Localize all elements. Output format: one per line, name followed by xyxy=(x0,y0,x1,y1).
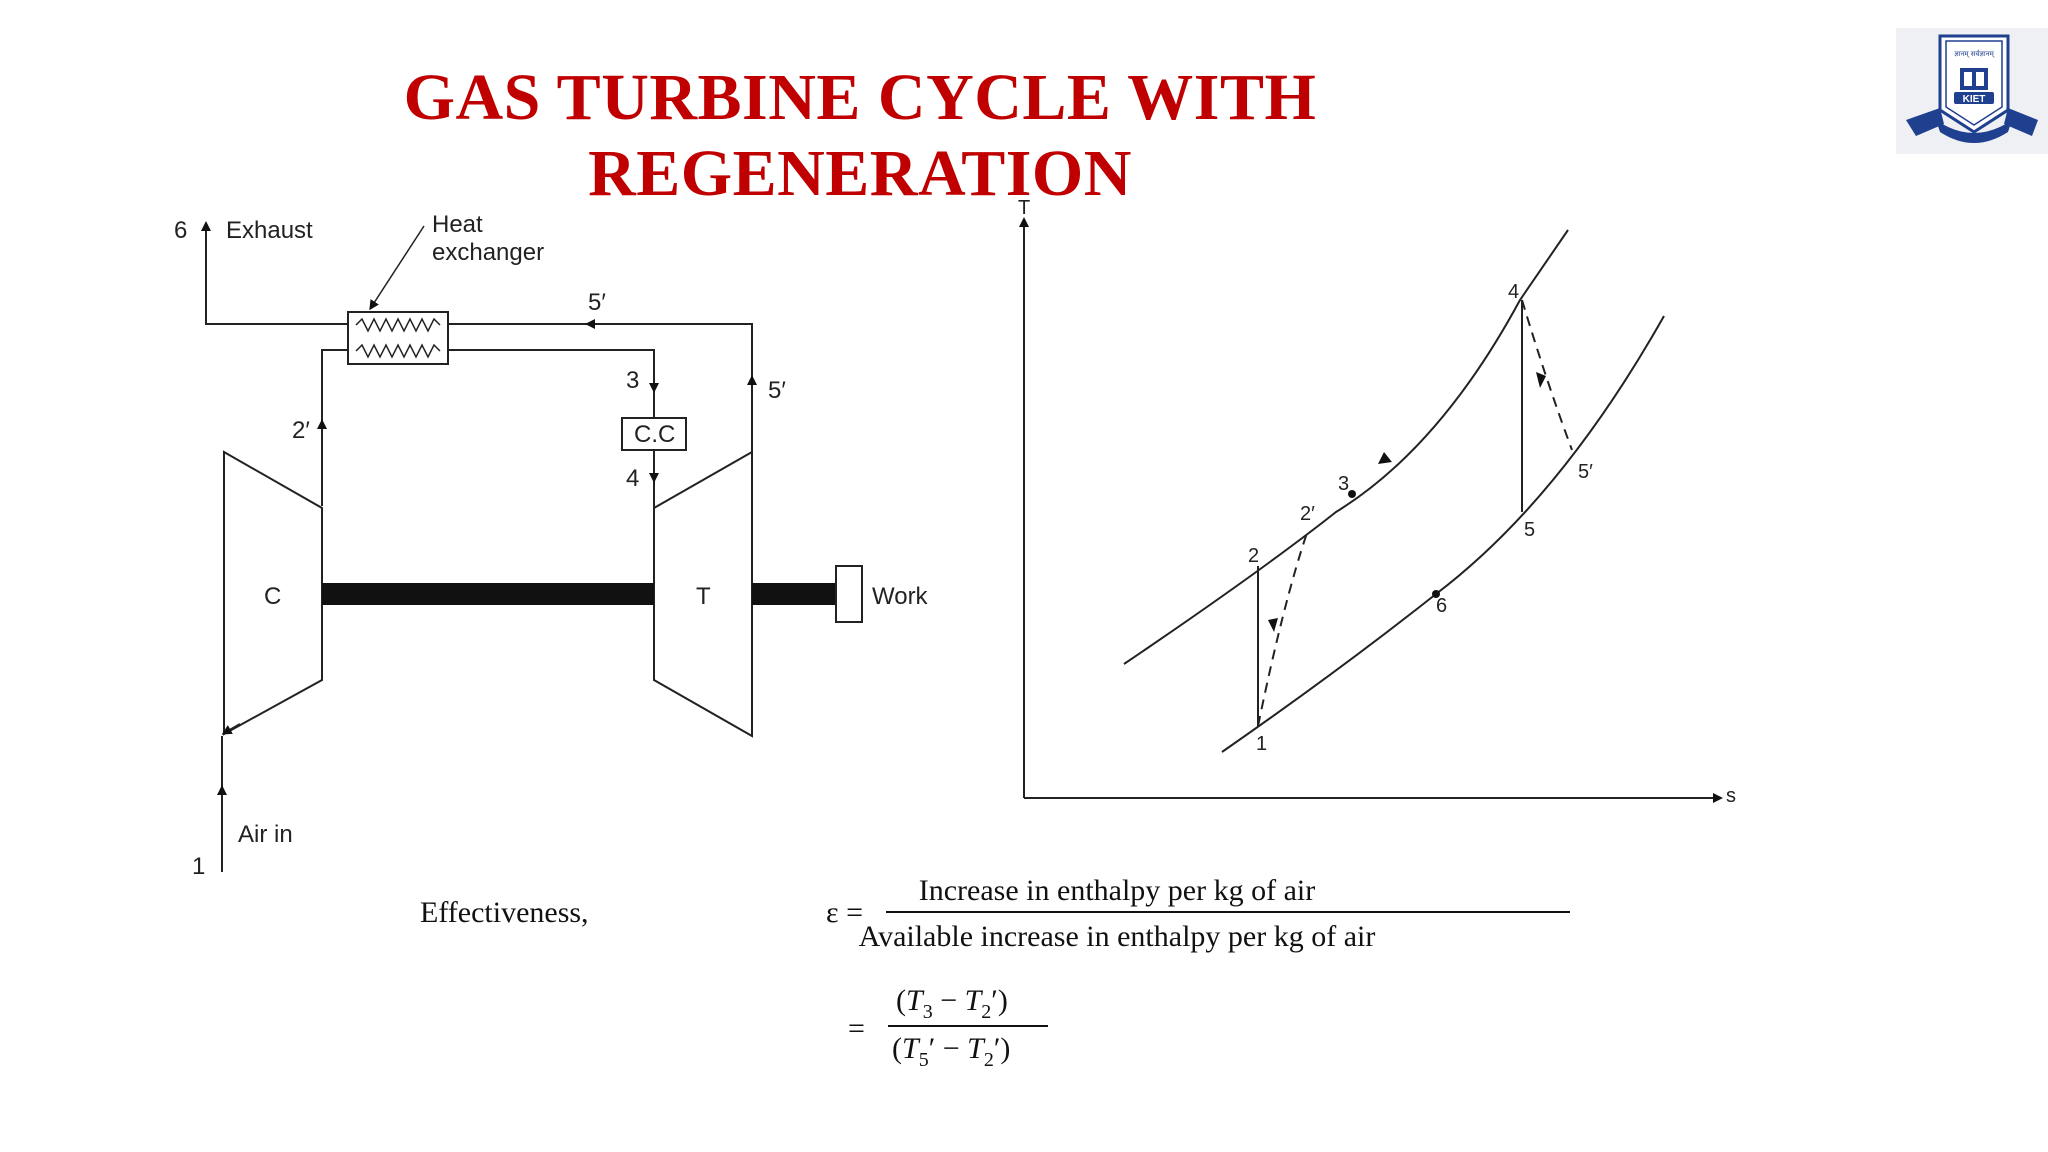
turbine-shape xyxy=(653,450,753,738)
logo-motto: ज्ञानम् सर्वज्ञानम् xyxy=(1954,49,1995,58)
hx-label-line1: Heat xyxy=(432,211,483,238)
s-axis-label: s xyxy=(1726,785,1736,807)
low-pressure-curve xyxy=(1221,315,1665,753)
process-4-5p xyxy=(1521,299,1573,451)
schematic-labels: 6 Exhaust Heat exchanger 5′ 3 5′ 2′ C.C … xyxy=(174,211,929,880)
state-4-label: 4 xyxy=(626,465,639,492)
ts-diagram xyxy=(1019,217,1723,803)
high-pressure-curve xyxy=(1123,229,1569,665)
equals-2: = xyxy=(848,1012,865,1045)
point-3-label: 3 xyxy=(1338,473,1349,495)
work-shaft xyxy=(752,583,836,605)
hx-coil-lower xyxy=(355,343,441,359)
exhaust-label: Exhaust xyxy=(226,217,313,244)
pipe-5p xyxy=(448,323,753,452)
eq-denominator: Available increase in enthalpy per kg of… xyxy=(859,920,1376,953)
hx-coil-upper xyxy=(355,317,441,333)
eq2-denominator: (T5′ − T2′) xyxy=(892,1032,1010,1071)
point-4-label: 4 xyxy=(1508,281,1519,303)
pipe-3 xyxy=(448,349,655,418)
cycle-schematic xyxy=(201,221,863,872)
effectiveness-equation: Effectiveness, ε = Increase in enthalpy … xyxy=(420,874,1570,1071)
epsilon-equals: ε = xyxy=(826,896,863,929)
work-label: Work xyxy=(872,583,929,610)
pipe-6 xyxy=(205,224,348,325)
state-5p-top: 5′ xyxy=(588,289,606,316)
cc-label: C.C xyxy=(634,421,675,448)
t-axis-label: T xyxy=(1018,197,1030,219)
point-1-label: 1 xyxy=(1256,733,1267,755)
ts-points: T s 1 2 2′ 3 4 5 5′ 6 xyxy=(1018,197,1736,807)
state-1-label: 1 xyxy=(192,853,205,880)
state-3-label: 3 xyxy=(626,367,639,394)
hx-label-line2: exchanger xyxy=(432,239,544,266)
point-2-label: 2 xyxy=(1248,545,1259,567)
hx-pointer-line xyxy=(369,225,425,311)
page-title: GAS TURBINE CYCLE WITH REGENERATION xyxy=(403,61,1317,210)
point-2p-label: 2′ xyxy=(1300,503,1315,525)
point-5p-label: 5′ xyxy=(1578,461,1593,483)
state-2p-label: 2′ xyxy=(292,417,310,444)
compressor-label: C xyxy=(264,583,281,610)
turbine-label: T xyxy=(696,583,711,610)
exhaust-num: 6 xyxy=(174,217,187,244)
compressor-shape xyxy=(223,450,323,736)
logo-badge-text: KIET xyxy=(1963,94,1986,105)
pipe-2p xyxy=(321,349,348,506)
point-6-dot xyxy=(1432,590,1440,598)
point-5-label: 5 xyxy=(1524,519,1535,541)
state-5p-side: 5′ xyxy=(768,377,786,404)
effectiveness-label: Effectiveness, xyxy=(420,896,589,929)
point-3-dot xyxy=(1348,490,1356,498)
kiet-logo: KIET ज्ञानम् सर्वज्ञानम् xyxy=(1896,28,2048,154)
work-box xyxy=(835,565,863,623)
eq2-numerator: (T3 − T2′) xyxy=(896,984,1008,1023)
point-6-label: 6 xyxy=(1436,595,1447,617)
air-in-label: Air in xyxy=(238,821,293,848)
shaft xyxy=(322,583,654,605)
eq-numerator: Increase in enthalpy per kg of air xyxy=(919,874,1316,907)
